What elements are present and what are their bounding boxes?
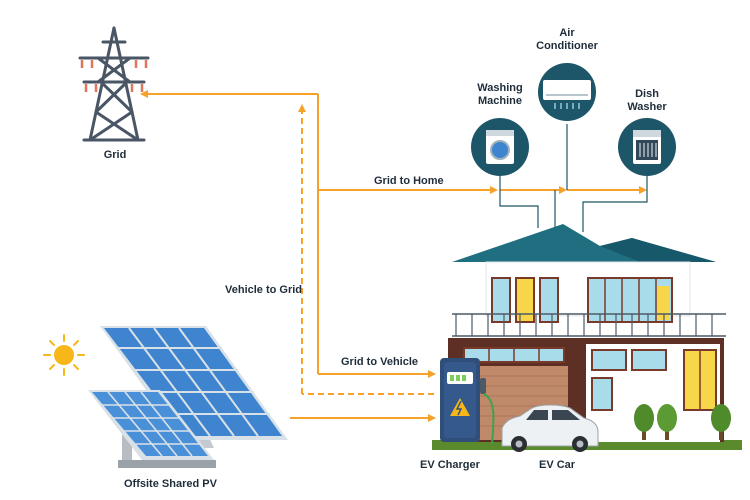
ev-car-icon (501, 404, 599, 452)
dish-washer-icon (618, 118, 676, 176)
washing-machine-icon (471, 118, 529, 176)
air-conditioner-label-line2: Conditioner (536, 40, 598, 52)
offsite-pv-label: Offsite Shared PV (124, 478, 217, 490)
grid-to-vehicle-label: Grid to Vehicle (341, 356, 419, 368)
air-conditioner-icon (538, 63, 596, 121)
vehicle-to-grid-label: Vehicle to Grid (225, 284, 303, 296)
dish-washer-label: Dish Washer (607, 88, 687, 114)
ev-charger-icon (440, 358, 495, 445)
grid-to-home-label: Grid to Home (374, 175, 444, 187)
grid-label: Grid (103, 149, 127, 161)
washing-machine-label-line2: Machine (477, 95, 522, 107)
sun-icon (43, 334, 85, 376)
ev-car-label: EV Car (539, 459, 576, 471)
appliance-wires (499, 124, 648, 232)
air-conditioner-label: Air Conditioner (527, 27, 607, 53)
transmission-tower-icon (78, 26, 150, 142)
dish-washer-label-line1: Dish (635, 88, 659, 100)
washing-machine-label-line1: Washing (477, 82, 523, 94)
ev-charger-label: EV Charger (420, 459, 480, 471)
washing-machine-label: Washing Machine (460, 82, 540, 108)
dish-washer-label-line2: Washer (627, 101, 667, 113)
trees (634, 404, 731, 440)
insulators (80, 60, 148, 92)
flow-arrows (140, 90, 647, 422)
solar-panel-array (88, 326, 288, 468)
air-conditioner-label-line1: Air (559, 27, 575, 39)
